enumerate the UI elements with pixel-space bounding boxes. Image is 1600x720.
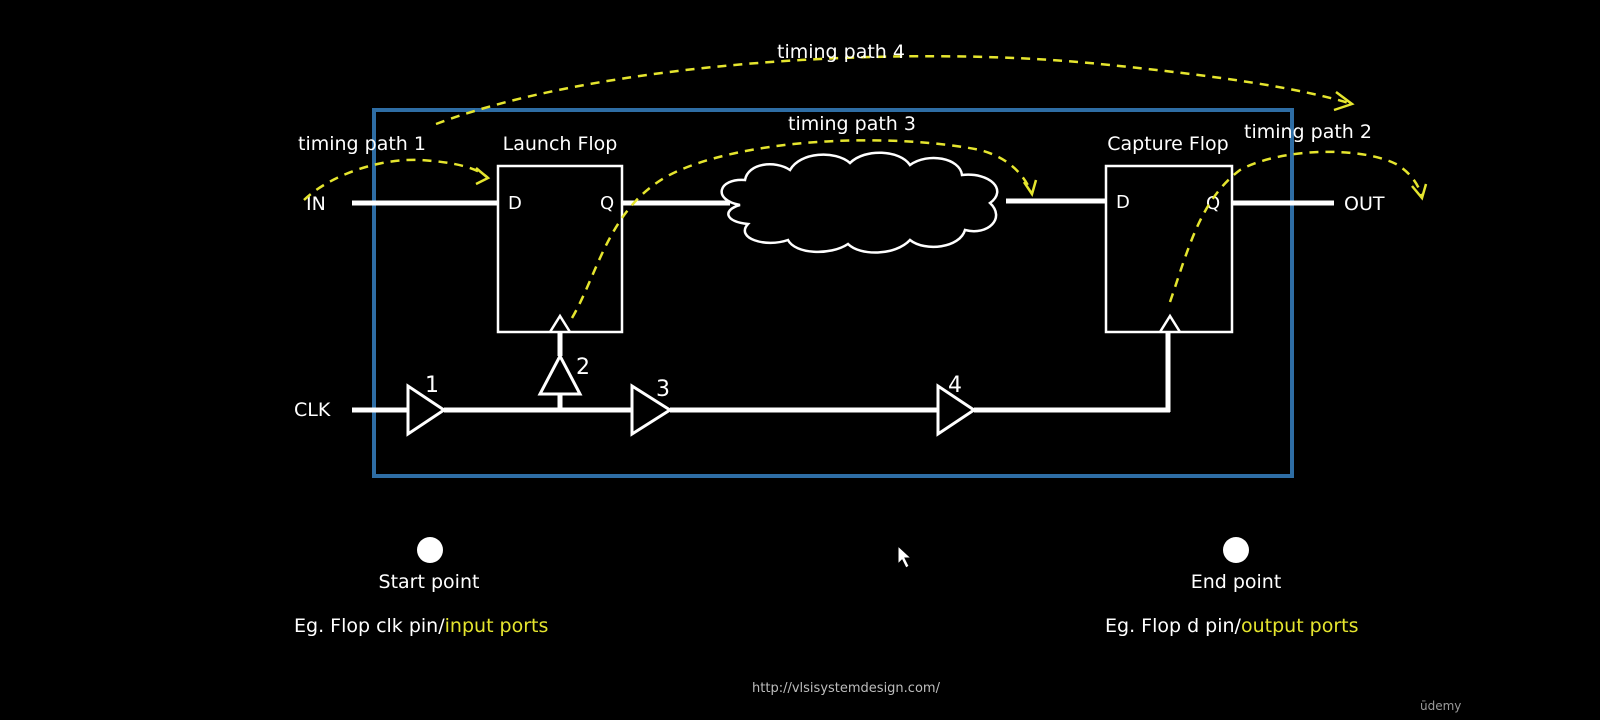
timing-path-4-label: timing path 4 [777, 41, 905, 63]
combinational-logic-cloud [720, 151, 999, 254]
footer-url: http://vlsisystemdesign.com/ [752, 681, 941, 696]
capture-flop-q-pin: Q [1206, 193, 1220, 214]
start-point-example-highlight: input ports [445, 615, 549, 637]
mouse-cursor-icon [897, 544, 913, 569]
buffer-label-2: 2 [576, 355, 590, 380]
timing-path-2-label: timing path 2 [1244, 121, 1372, 143]
buffer-label-3: 3 [656, 377, 670, 402]
launch-flop-d-pin: D [508, 193, 522, 214]
design-boundary-box [372, 108, 1294, 478]
timing-path-4-arrow [435, 54, 1353, 126]
clock-buffer-1 [406, 383, 447, 437]
timing-path-1-arrow [303, 158, 489, 201]
end-point-example-prefix: Eg. Flop d pin/ [1105, 615, 1242, 637]
end-point-example-highlight: output ports [1241, 615, 1359, 637]
timing-path-4-arrowhead [1333, 91, 1355, 112]
timing-path-2-arrow [1168, 150, 1424, 303]
timing-path-1-label: timing path 1 [298, 133, 426, 155]
capture-flop: Capture Flop D Q [1104, 133, 1234, 334]
launch-flop: Launch Flop D Q [496, 133, 624, 334]
start-point-example-prefix: Eg. Flop clk pin/ [294, 615, 445, 637]
udemy-logo: ūdemy [1420, 699, 1461, 713]
clock-buffer-3 [630, 383, 673, 437]
launch-flop-q-pin: Q [600, 193, 614, 214]
clock-buffer-4 [936, 383, 977, 437]
timing-path-1-arrowhead [475, 167, 491, 186]
timing-path-3-label: timing path 3 [788, 113, 916, 135]
end-point-dot [1223, 537, 1249, 563]
buffer-label-4: 4 [948, 373, 962, 398]
end-point-example: Eg. Flop d pin/output ports [1105, 615, 1359, 637]
start-point-dot [417, 537, 443, 563]
clock-buffer-2 [537, 352, 583, 396]
port-in-label: IN [306, 193, 326, 215]
capture-flop-title: Capture Flop [1107, 133, 1228, 155]
timing-path-3-arrowhead [1022, 179, 1038, 197]
start-point-example: Eg. Flop clk pin/input ports [294, 615, 548, 637]
timing-path-3-arrow [570, 139, 1034, 319]
timing-path-2-arrowhead [1411, 183, 1428, 201]
capture-flop-d-pin: D [1116, 192, 1130, 213]
launch-flop-title: Launch Flop [503, 133, 618, 155]
end-point-label: End point [1191, 571, 1282, 593]
buffer-label-1: 1 [425, 373, 439, 398]
port-clk-label: CLK [294, 399, 331, 421]
port-out-label: OUT [1344, 193, 1385, 215]
start-point-label: Start point [379, 571, 480, 593]
